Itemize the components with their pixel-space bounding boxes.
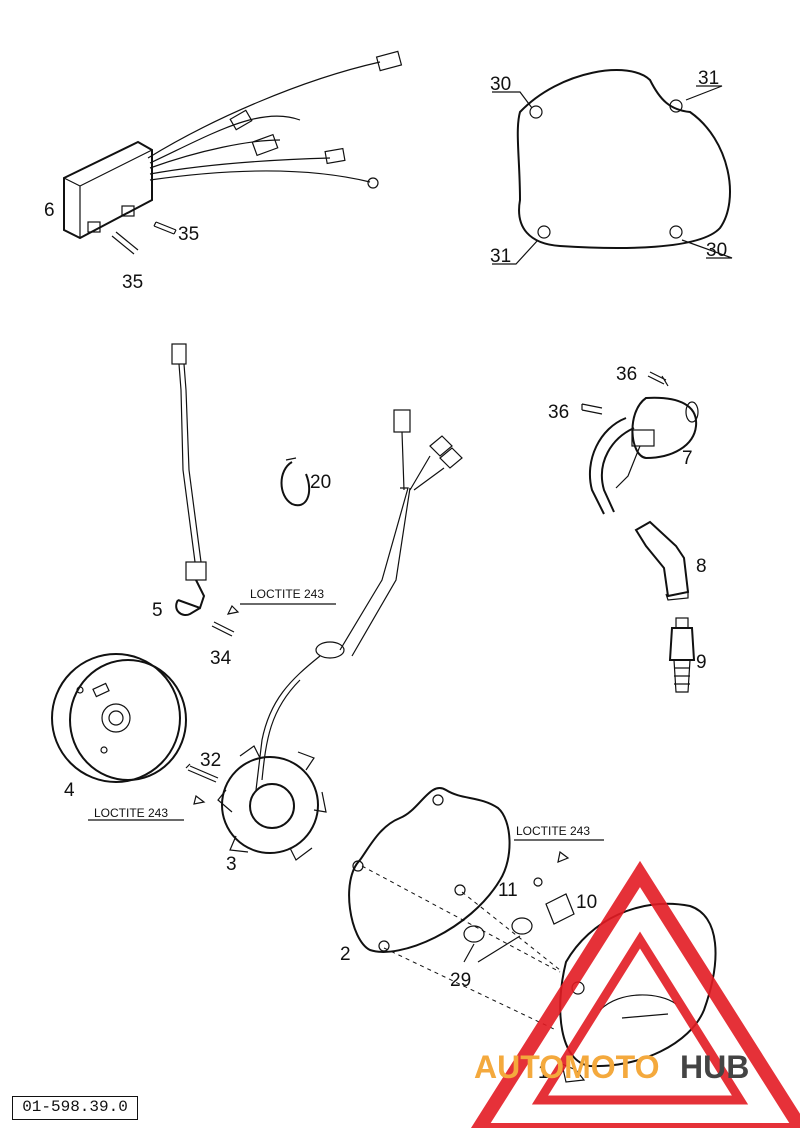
watermark-brand-part1: AUTOMOTO — [474, 1049, 659, 1085]
label-part-2: 2 — [340, 944, 351, 965]
loctite-drop-icon-3 — [557, 850, 570, 863]
watermark-text: AUTOMOTO HUB — [474, 1049, 749, 1085]
cdi-unit-part-6 — [63, 50, 403, 240]
loctite-drop-icon — [226, 604, 240, 615]
loctite-drop-icon-2 — [193, 794, 206, 805]
label-part-5: 5 — [152, 600, 163, 621]
label-part-35b: 35 — [122, 272, 143, 293]
watermark-logo — [470, 860, 800, 1128]
label-part-29: 29 — [450, 970, 471, 991]
label-part-11: 11 — [498, 880, 518, 901]
flywheel-part-4 — [51, 653, 187, 783]
label-part-9: 9 — [696, 652, 707, 673]
spark-plug-cap-part-8 — [634, 520, 690, 601]
label-part-6: 6 — [44, 200, 55, 221]
loctite-note-1: LOCTITE 243 — [250, 587, 324, 601]
ignition-coil-part-7 — [588, 396, 699, 515]
sleeves-part-29 — [463, 917, 533, 963]
screw-part-34 — [211, 621, 235, 637]
drawing-code: 01-598.39.0 — [12, 1096, 138, 1120]
label-part-31b: 31 — [490, 246, 511, 267]
label-part-30a: 30 — [490, 74, 511, 95]
screw-part-36b — [581, 403, 603, 415]
pickup-part-5 — [171, 343, 207, 616]
screw-part-35b — [111, 231, 139, 255]
label-part-10: 10 — [576, 892, 597, 913]
label-part-1: 1 — [538, 1062, 549, 1083]
screw-part-32 — [185, 763, 219, 783]
screw-part-36a — [647, 371, 669, 387]
cover-gasket-part-2 — [348, 787, 561, 1031]
label-part-31a: 31 — [698, 68, 719, 89]
label-part-3: 3 — [226, 854, 237, 875]
label-part-35a: 35 — [178, 224, 199, 245]
screw-part-11 — [533, 877, 543, 887]
loctite-note-2: LOCTITE 243 — [94, 806, 168, 820]
label-part-36b: 36 — [548, 402, 569, 423]
screw-part-35a — [153, 221, 177, 235]
stator-cable — [255, 409, 463, 791]
label-part-32: 32 — [200, 750, 221, 771]
spark-plug-part-9 — [668, 617, 696, 693]
label-part-20: 20 — [310, 472, 331, 493]
watermark-brand-part2: HUB — [680, 1049, 749, 1085]
label-part-8: 8 — [696, 556, 707, 577]
decal-part-10 — [545, 893, 575, 925]
loctite-note-3: LOCTITE 243 — [516, 824, 590, 838]
stator-part-3 — [217, 745, 327, 861]
label-part-4: 4 — [64, 780, 75, 801]
cable-clip-part-20 — [280, 457, 311, 507]
label-part-7: 7 — [682, 448, 693, 469]
cover-gasket-upper — [492, 69, 733, 265]
label-part-36a: 36 — [616, 364, 637, 385]
label-part-30b: 30 — [706, 240, 727, 261]
label-part-34: 34 — [210, 648, 232, 669]
part-labels: 6 35 35 30 31 31 30 20 36 36 7 8 9 5 34 … — [44, 68, 727, 1083]
